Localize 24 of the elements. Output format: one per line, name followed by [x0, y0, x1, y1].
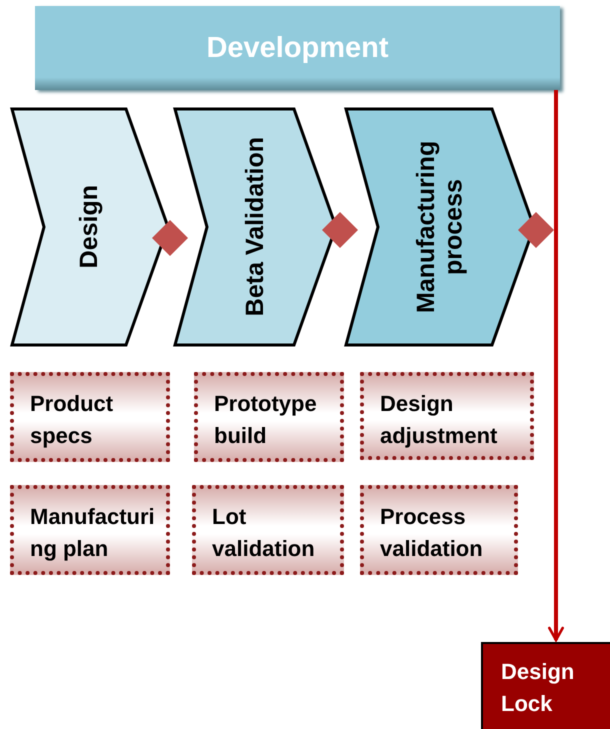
chevron-step [10, 107, 170, 347]
task-box [360, 485, 518, 575]
task-box [194, 372, 344, 462]
task-label: Lot validation [212, 503, 316, 563]
step-label: Manufacturing process [412, 140, 468, 316]
phase-banner [35, 6, 560, 90]
task-label: Design adjustment [380, 390, 498, 450]
task-label: Process validation [380, 503, 484, 563]
task-box [10, 372, 170, 462]
milestone-diamond [152, 220, 188, 256]
arrow [548, 90, 564, 642]
milestone-diamond [322, 212, 358, 248]
milestone-box [481, 642, 610, 729]
task-box [192, 485, 344, 575]
task-label: Manufacturing plan [30, 503, 156, 563]
task-label: Prototype build [214, 390, 318, 450]
milestone-diamond [518, 212, 554, 248]
milestone-label: Design Lock [501, 658, 576, 718]
step-label: Design [76, 185, 104, 269]
banner-title: Development [206, 32, 389, 64]
step-label: Beta Validation [242, 137, 270, 317]
task-label: Product specs [30, 390, 114, 450]
task-box [10, 485, 170, 575]
task-box [360, 372, 534, 460]
